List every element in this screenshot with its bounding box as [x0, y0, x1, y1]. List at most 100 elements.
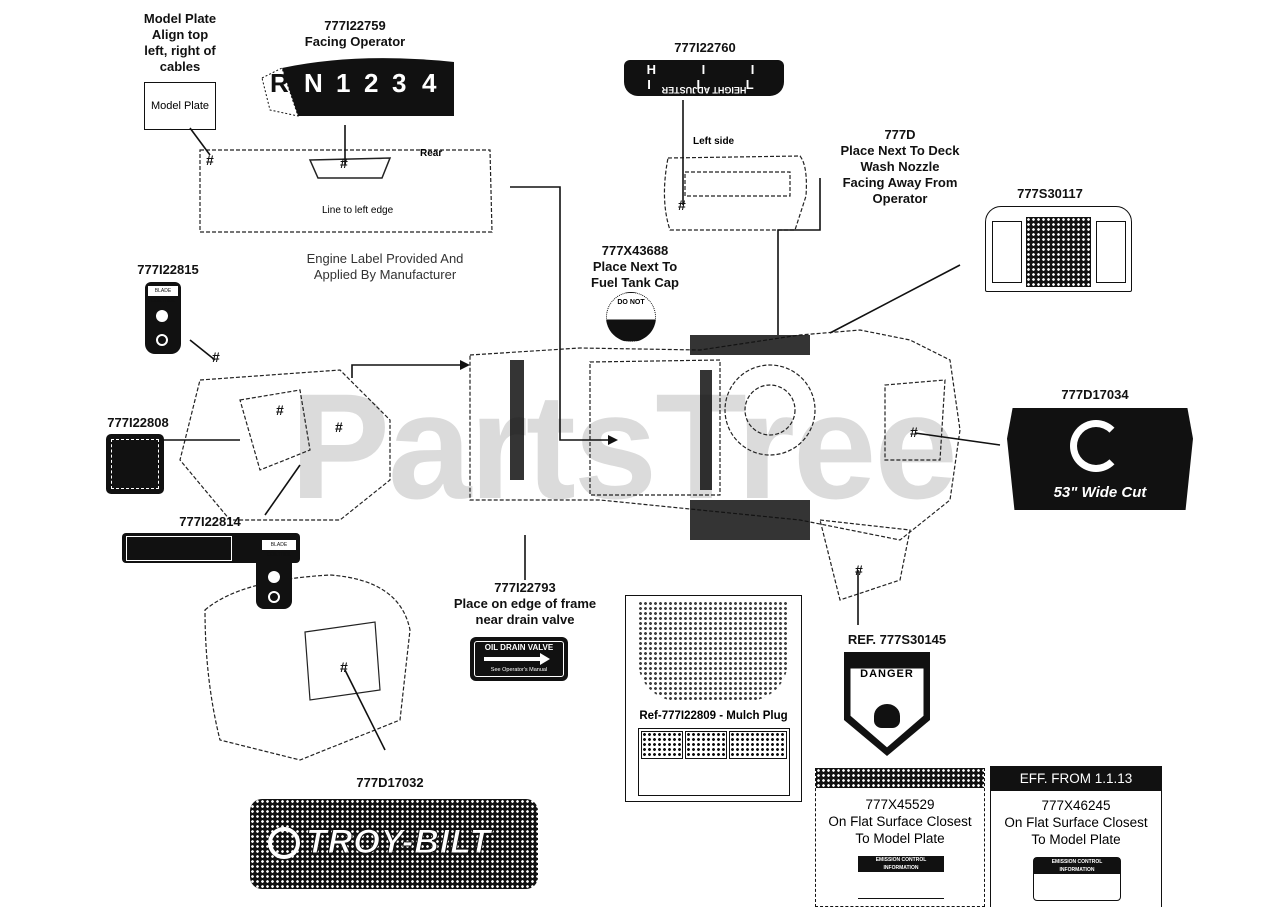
safety-decal [985, 206, 1132, 292]
shift-pos-n: N [304, 68, 323, 98]
danger-title: DANGER [860, 668, 914, 680]
eff-from-banner: EFF. FROM 1.1.13 [991, 767, 1161, 791]
leader-control [264, 464, 301, 516]
step-1-image [641, 731, 683, 759]
emission-2-info: EMISSION CONTROL INFORMATION [1033, 857, 1121, 901]
tractor-body-outline [469, 329, 961, 541]
step-3-image [729, 731, 787, 759]
placement-note: On Flat Surface Closest To Model Plate [828, 814, 972, 846]
svg-text:#: # [340, 659, 348, 675]
part-number: 777D [884, 127, 916, 142]
engage-icon [156, 310, 168, 322]
part-number: 777I22759 [324, 18, 386, 33]
svg-text:#: # [212, 349, 220, 365]
leader-engine [777, 178, 821, 335]
engine-label-note: Engine Label Provided And Applied By Man… [306, 251, 464, 282]
oil-drain-border [474, 641, 564, 677]
model-plate-note: Model Plate Align top left, right of cab… [143, 11, 217, 74]
fuel-decal: DO NOT [606, 292, 656, 342]
control-warning-text [126, 536, 232, 561]
leader-pto [189, 339, 216, 361]
placement-note: On Flat Surface Closest To Model Plate [1004, 815, 1148, 847]
hood-decal: 53" Wide Cut [1007, 408, 1193, 510]
mulch-plug-instructions [638, 728, 790, 796]
mulch-plug-label: Ref-777I22809 - Mulch Plug [639, 710, 788, 722]
hood-decal-part: 777D17034 [1061, 387, 1129, 402]
hand-hazard-icon [874, 704, 900, 728]
pto-decal: BLADE CONTROL [145, 282, 181, 354]
pto-header: BLADE CONTROL [148, 286, 178, 304]
oil-drain-decal: OIL DRAIN VALVE See Operator's Manual [470, 637, 568, 681]
part-number: 777X43688 [601, 243, 669, 258]
line-to-left-edge-note: Line to left edge [322, 205, 394, 216]
part-number: 777X45529 [865, 797, 935, 812]
safety-pictogram-left [992, 221, 1022, 283]
svg-text:#: # [855, 562, 863, 578]
svg-text:#: # [335, 419, 343, 435]
placement-note: Place on edge of frame near drain valve [453, 596, 597, 627]
emission-label-2: EFF. FROM 1.1.13 777X46245 On Flat Surfa… [990, 766, 1162, 907]
brand-decal-part: 777D17032 [356, 775, 424, 790]
danger-decal-part: REF. 777S30145 [847, 632, 947, 647]
fuel-decal-text: DO NOT [617, 299, 645, 306]
emission-1-title: EMISSION CONTROL INFORMATION [858, 856, 944, 872]
arrow-right-icon [484, 657, 540, 661]
svg-text:#: # [678, 197, 686, 213]
leader-safety [829, 264, 961, 334]
svg-text:#: # [340, 155, 348, 171]
leader-console [351, 364, 460, 378]
arrow-head [540, 653, 550, 665]
dash-panel-outline [199, 149, 493, 233]
height-adjuster-part: 777I22760 [674, 40, 736, 55]
rear-label: Rear [420, 148, 443, 159]
oil-drain-title: OIL DRAIN VALVE [484, 643, 554, 652]
leader-model-plate [189, 127, 211, 156]
watermark: PartsTree [290, 362, 958, 530]
engage-icon [268, 571, 280, 583]
placement-note: Place Next To Fuel Tank Cap [591, 259, 679, 290]
dash-decal [106, 434, 164, 494]
control-header: BLADE CONTROL [262, 540, 296, 558]
placement-note: Facing Operator [304, 34, 406, 49]
svg-text:#: # [910, 424, 918, 440]
brand-logo-icon [268, 827, 300, 859]
leader-hood [914, 432, 1001, 446]
mulch-plug-illustration [638, 601, 788, 701]
emission-label-1: 777X45529 On Flat Surface Closest To Mod… [815, 768, 985, 907]
disengage-icon [268, 591, 280, 603]
oil-drain-sub: See Operator's Manual [490, 667, 548, 673]
safety-pictogram-right [1096, 221, 1126, 283]
pto-decal-part: 777I22815 [137, 262, 199, 277]
part-number: 777X46245 [1041, 798, 1111, 813]
steering-outline [663, 155, 807, 231]
svg-text:#: # [276, 402, 284, 418]
emission-1-info: EMISSION CONTROL INFORMATION [858, 856, 944, 899]
safety-decal-part: 777S30117 [1017, 186, 1083, 201]
console-outline [179, 369, 391, 521]
svg-text:#: # [206, 152, 214, 168]
safety-text-block [1026, 217, 1091, 287]
wide-cut-text: 53" Wide Cut [1053, 484, 1147, 501]
shift-pos-1: 1 [336, 68, 351, 98]
leader-dash-panel [510, 186, 610, 441]
height-scale: H I I I I L [646, 62, 776, 92]
shift-pos-4: 4 [422, 68, 437, 98]
model-plate-box: Model Plate [144, 82, 216, 130]
step-2-image [685, 731, 727, 759]
control-decal: BLADE CONTROL [122, 533, 300, 563]
shift-pos-r: R [270, 68, 289, 98]
dash-decal-part: 777I22808 [107, 415, 169, 430]
dash-decal-border [111, 439, 159, 489]
leader-brand [344, 669, 386, 751]
placement-note: Place Next To Deck Wash Nozzle Facing Aw… [840, 143, 960, 206]
brand-text: TROY-BILT [305, 823, 492, 862]
height-adjuster-decal: H I I I I L HEIGHT ADJUSTER [624, 60, 784, 96]
shift-decal: R N 1 2 3 4 [258, 54, 454, 122]
left-side-note: Left side [693, 136, 735, 147]
emission-1-header-bar [816, 768, 984, 788]
